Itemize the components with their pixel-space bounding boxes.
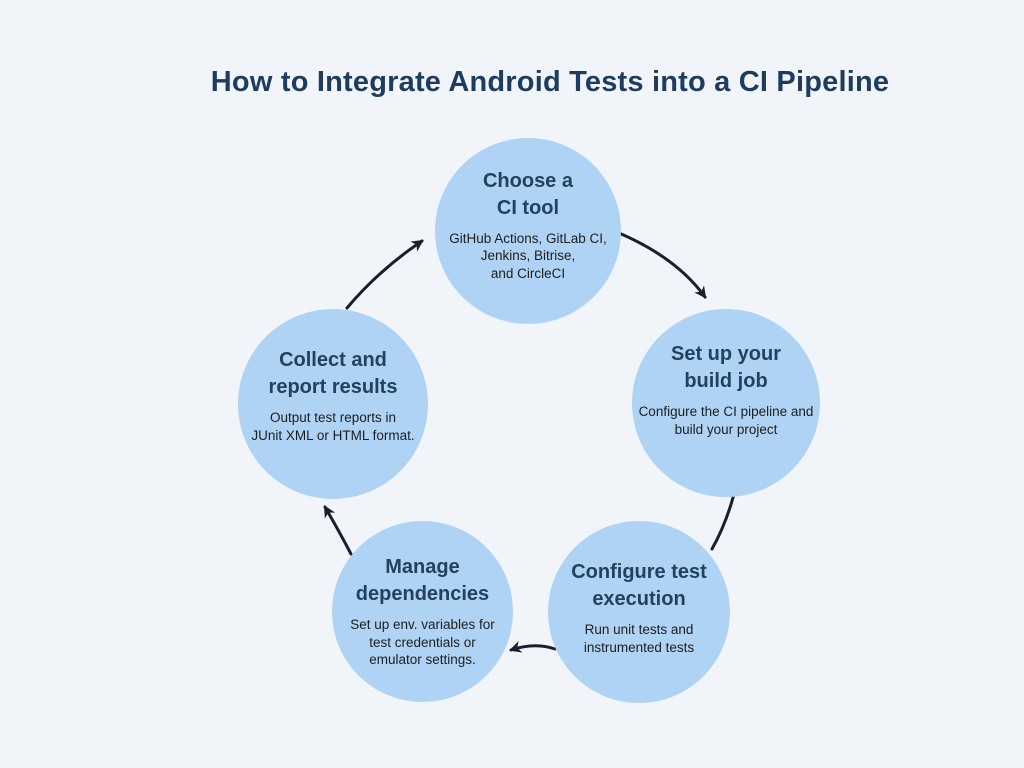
step-circle-manage-dependencies: Manage dependencies Set up env. variable…: [332, 521, 513, 702]
step-content: Choose a CI tool GitHub Actions, GitLab …: [449, 168, 607, 283]
step-body: Set up env. variables for test credentia…: [350, 617, 495, 668]
step-body: Output test reports in JUnit XML or HTML…: [251, 410, 415, 443]
arrow-setup-to-configure-icon: [710, 492, 736, 551]
step-content: Configure test execution Run unit tests …: [571, 559, 707, 656]
step-circle-configure-test-execution: Configure test execution Run unit tests …: [548, 521, 730, 703]
arrow-choose-to-setup-icon: [617, 231, 707, 299]
step-heading: Set up your build job: [670, 343, 781, 393]
step-circle-choose-ci-tool: Choose a CI tool GitHub Actions, GitLab …: [435, 138, 621, 324]
step-heading: Configure test execution: [571, 561, 707, 611]
arrow-configure-to-manage-icon: [509, 641, 557, 653]
step-heading: Collect and report results: [268, 349, 398, 399]
step-body: Run unit tests and instrumented tests: [583, 622, 695, 655]
step-content: Manage dependencies Set up env. variable…: [350, 554, 495, 669]
step-body: GitHub Actions, GitLab CI, Jenkins, Bitr…: [449, 230, 607, 281]
step-body: Configure the CI pipeline and build your…: [638, 404, 814, 437]
step-circle-collect-and-report-results: Collect and report results Output test r…: [238, 309, 428, 499]
step-heading: Manage dependencies: [355, 556, 490, 606]
step-heading: Choose a CI tool: [482, 169, 573, 219]
arrow-manage-to-collect-icon: [323, 505, 353, 556]
step-content: Collect and report results Output test r…: [251, 347, 414, 444]
step-circle-set-up-build-job: Set up your build job Configure the CI p…: [632, 309, 820, 497]
page-title: How to Integrate Android Tests into a CI…: [210, 66, 890, 98]
step-content: Set up your build job Configure the CI p…: [639, 341, 814, 438]
arrow-collect-to-choose-icon: [345, 239, 424, 310]
